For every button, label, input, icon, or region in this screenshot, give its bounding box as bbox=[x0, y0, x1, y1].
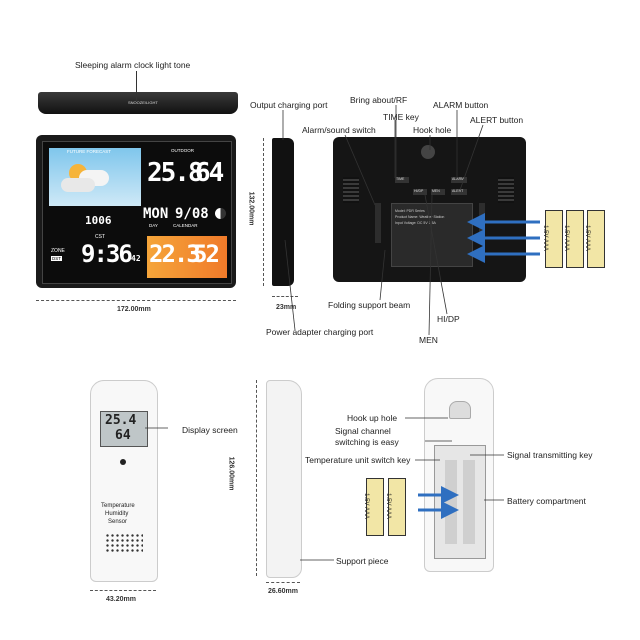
snooze-light-bar[interactable]: SNOOZE/LIGHT bbox=[38, 92, 238, 114]
sensor-front: 25.4 64 Temperature Humidity Sensor bbox=[90, 380, 158, 582]
outdoor-label: OUTDOOR bbox=[171, 148, 194, 153]
moon-icon bbox=[215, 208, 226, 219]
button-alert-text: ALERT bbox=[452, 189, 464, 193]
label-product: Product Name: Weather Station bbox=[395, 215, 445, 219]
depth-main-label: 23mm bbox=[276, 304, 297, 311]
button-alarm[interactable]: ALARM bbox=[451, 177, 467, 183]
button-men[interactable]: MEN bbox=[431, 189, 445, 195]
dimension-line-height bbox=[263, 138, 264, 286]
dimension-line-depth bbox=[272, 296, 298, 297]
sensor-temp: 25.4 bbox=[105, 413, 137, 428]
battery: 1.5V AAA bbox=[385, 478, 406, 536]
pressure-value: 1006 bbox=[85, 214, 112, 227]
label-battery-compartment: Battery compartment bbox=[507, 496, 586, 506]
date-day: MON bbox=[143, 206, 169, 222]
indoor-panel bbox=[147, 236, 227, 278]
battery-arrows bbox=[418, 213, 540, 519]
calendar-label: CALENDAR bbox=[173, 223, 198, 228]
sensor-name-2: Humidity bbox=[105, 511, 129, 517]
leader-lines bbox=[145, 105, 504, 561]
cst-label: CST bbox=[95, 234, 105, 240]
label-signal-channel-2: switching is easy bbox=[335, 437, 399, 447]
battery: 1.5V AAA bbox=[563, 210, 584, 268]
forecast-panel: FUTURE FORECAST bbox=[49, 148, 141, 206]
sensor-lcd: 25.4 64 bbox=[100, 411, 148, 447]
label-signal-transmitting: Signal transmitting key bbox=[507, 450, 593, 460]
sensor-side bbox=[266, 380, 302, 578]
sensor-depth-label: 26.60mm bbox=[268, 588, 298, 595]
vent-left bbox=[343, 177, 359, 203]
button-time-text: TIME bbox=[396, 177, 405, 181]
outdoor-humidity: 64 bbox=[195, 158, 224, 188]
sensor-back bbox=[424, 378, 494, 572]
day-label: DAY bbox=[149, 223, 158, 228]
weather-station-side bbox=[272, 138, 294, 286]
label-hook-hole: Hook hole bbox=[413, 125, 452, 135]
indoor-humidity: 52 bbox=[193, 240, 220, 268]
label-alarm-sound-switch: Alarm/sound switch bbox=[302, 125, 376, 135]
dimension-line-sensor-depth bbox=[266, 582, 300, 583]
battery: 1.5V AAA bbox=[363, 478, 384, 536]
lcd-screen: FUTURE FORECAST OUTDOOR 25.8 64 1006 MON… bbox=[42, 141, 232, 284]
label-bring-about: Bring about/RF bbox=[350, 95, 408, 105]
zone-label: ZONE bbox=[51, 248, 65, 254]
battery: 1.5V AAA bbox=[584, 210, 605, 268]
label-signal-channel-1: Signal channel bbox=[335, 426, 391, 436]
sensor-name-3: Sensor bbox=[108, 519, 128, 525]
label-display-screen: Display screen bbox=[182, 425, 238, 435]
label-voltage: Input Voltage: DC 5V 1.5A bbox=[395, 221, 436, 225]
button-hidp-text: HI/DP bbox=[414, 189, 424, 193]
width-main-label: 172.00mm bbox=[117, 306, 151, 313]
label-output-charging: Output charging port bbox=[250, 100, 328, 110]
weather-station-front: FUTURE FORECAST OUTDOOR 25.8 64 1006 MON… bbox=[36, 135, 236, 288]
button-time[interactable]: TIME bbox=[395, 177, 409, 183]
sensor-width-label: 43.20mm bbox=[106, 596, 136, 603]
clock-time: 9:36 bbox=[81, 240, 133, 268]
label-model: Model: PDR Series bbox=[395, 209, 425, 213]
label-hook-up-hole: Hook up hole bbox=[347, 413, 398, 423]
dimension-line-sensor-height bbox=[256, 380, 257, 576]
dimension-line-sensor-width bbox=[90, 590, 156, 591]
button-hidp[interactable]: HI/DP bbox=[413, 189, 427, 195]
folding-support-left[interactable] bbox=[375, 203, 381, 243]
date-value: 9/08 bbox=[175, 206, 209, 222]
button-men-text: MEN bbox=[432, 189, 440, 193]
cloud-icon bbox=[61, 178, 95, 192]
vent-right bbox=[498, 177, 514, 203]
outdoor-temp: 25.8 bbox=[147, 158, 204, 188]
label-power-adapter: Power adapter charging port bbox=[266, 327, 374, 337]
snooze-light-text: SNOOZE/LIGHT bbox=[128, 100, 158, 105]
label-alert-button: ALERT button bbox=[470, 115, 524, 125]
button-alert[interactable]: ALERT bbox=[451, 189, 467, 195]
hook-hole bbox=[421, 145, 435, 159]
label-folding-support: Folding support beam bbox=[328, 300, 411, 310]
label-temp-unit-switch: Temperature unit switch key bbox=[305, 455, 411, 465]
leader-line bbox=[136, 71, 137, 101]
forecast-label: FUTURE FORECAST bbox=[67, 149, 112, 154]
sensor-name-1: Temperature bbox=[101, 503, 135, 509]
sensor-grille bbox=[105, 533, 143, 553]
battery: 1.5V AAA bbox=[542, 210, 563, 268]
hook-up-hole bbox=[449, 401, 471, 419]
label-men: MEN bbox=[419, 335, 438, 345]
label-hidp: HI/DP bbox=[437, 314, 460, 324]
label-time-key: TIME key bbox=[383, 112, 419, 122]
dst-label: DST bbox=[51, 256, 62, 261]
button-alarm-text: ALARM bbox=[452, 177, 465, 181]
label-sleeping-alarm: Sleeping alarm clock light tone bbox=[75, 60, 191, 70]
indoor-temp: 22.3 bbox=[149, 240, 201, 268]
sensor-hum: 64 bbox=[115, 428, 131, 443]
label-alarm-button: ALARM button bbox=[433, 100, 489, 110]
dimension-line-width bbox=[36, 300, 236, 301]
battery-slot bbox=[463, 460, 475, 544]
sensor-led bbox=[120, 459, 126, 465]
label-support-piece: Support piece bbox=[336, 556, 389, 566]
clock-seconds: 42 bbox=[131, 254, 141, 263]
